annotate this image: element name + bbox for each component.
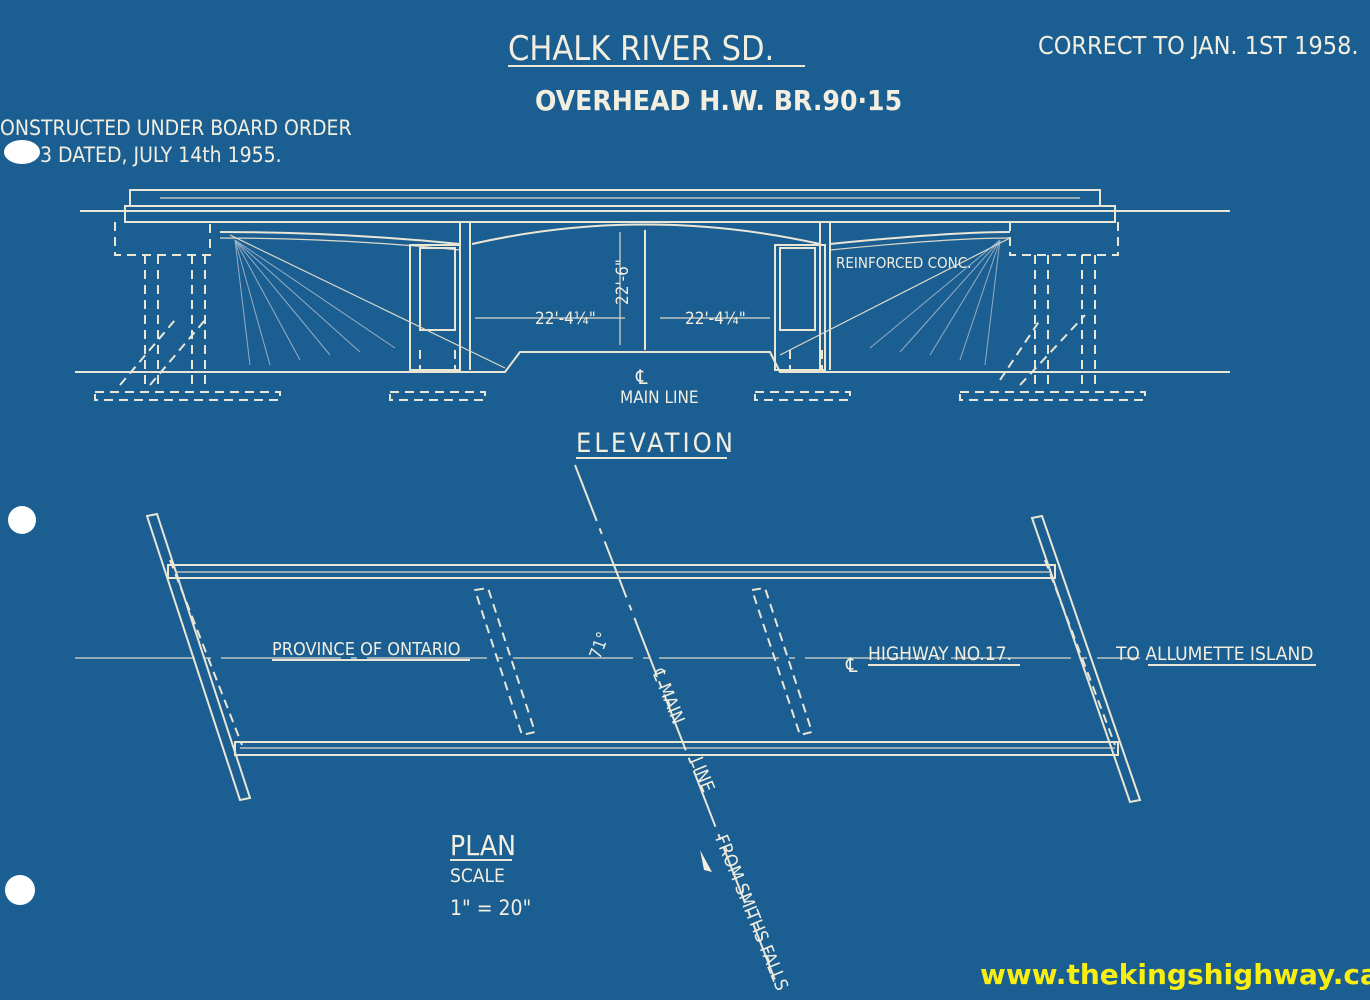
direction-arrow-icon [700, 850, 712, 872]
scale-label: SCALE [450, 865, 505, 887]
reinforced-concrete-label: REINFORCED CONC. [836, 254, 971, 272]
angle-label: 71° [586, 629, 614, 661]
correct-to-date: CORRECT TO JAN. 1ST 1958. [1038, 31, 1359, 60]
origin-label: FROM SMITHS FALLS [710, 832, 792, 994]
plan-view: PROVINCE OF ONTARIO 71° ℄ MAIN LINE ℄ HI… [75, 464, 1316, 994]
punch-hole [5, 875, 35, 905]
plan-label: PLAN [450, 829, 516, 862]
highway-centerline-symbol: ℄ [845, 653, 858, 677]
drawing-title: CHALK RIVER SD. [508, 29, 774, 69]
drawing-subtitle: OVERHEAD H.W. BR.90·15 [535, 84, 902, 117]
span-right-dimension: 22'-4¼" [685, 309, 746, 329]
punch-hole [8, 506, 36, 534]
span-left-dimension: 22'-4¼" [535, 309, 596, 329]
elevation-view: 22'-4¼" 22'-4¼" 22'-6" ℄ MAIN LINE REINF… [75, 189, 1230, 459]
scale-value: 1" = 20" [450, 896, 531, 920]
plan-main-line-b: LINE [685, 754, 718, 795]
clearance-dimension: 22'-6" [613, 259, 633, 305]
board-order-line2: 3 DATED, JULY 14th 1955. [40, 143, 282, 167]
main-line-label: MAIN LINE [620, 388, 699, 408]
highway-label: HIGHWAY NO.17. [868, 643, 1012, 665]
plan-main-line-a: ℄ MAIN [647, 665, 688, 727]
website-watermark: www.thekingshighway.ca [980, 958, 1370, 991]
elevation-label: ELEVATION [576, 428, 736, 459]
province-label: PROVINCE OF ONTARIO [272, 639, 460, 660]
board-order-line1: ONSTRUCTED UNDER BOARD ORDER [0, 116, 352, 140]
punch-hole [4, 140, 40, 164]
centerline-symbol: ℄ [635, 365, 648, 389]
destination-label: TO ALLUMETTE ISLAND [1115, 643, 1313, 665]
